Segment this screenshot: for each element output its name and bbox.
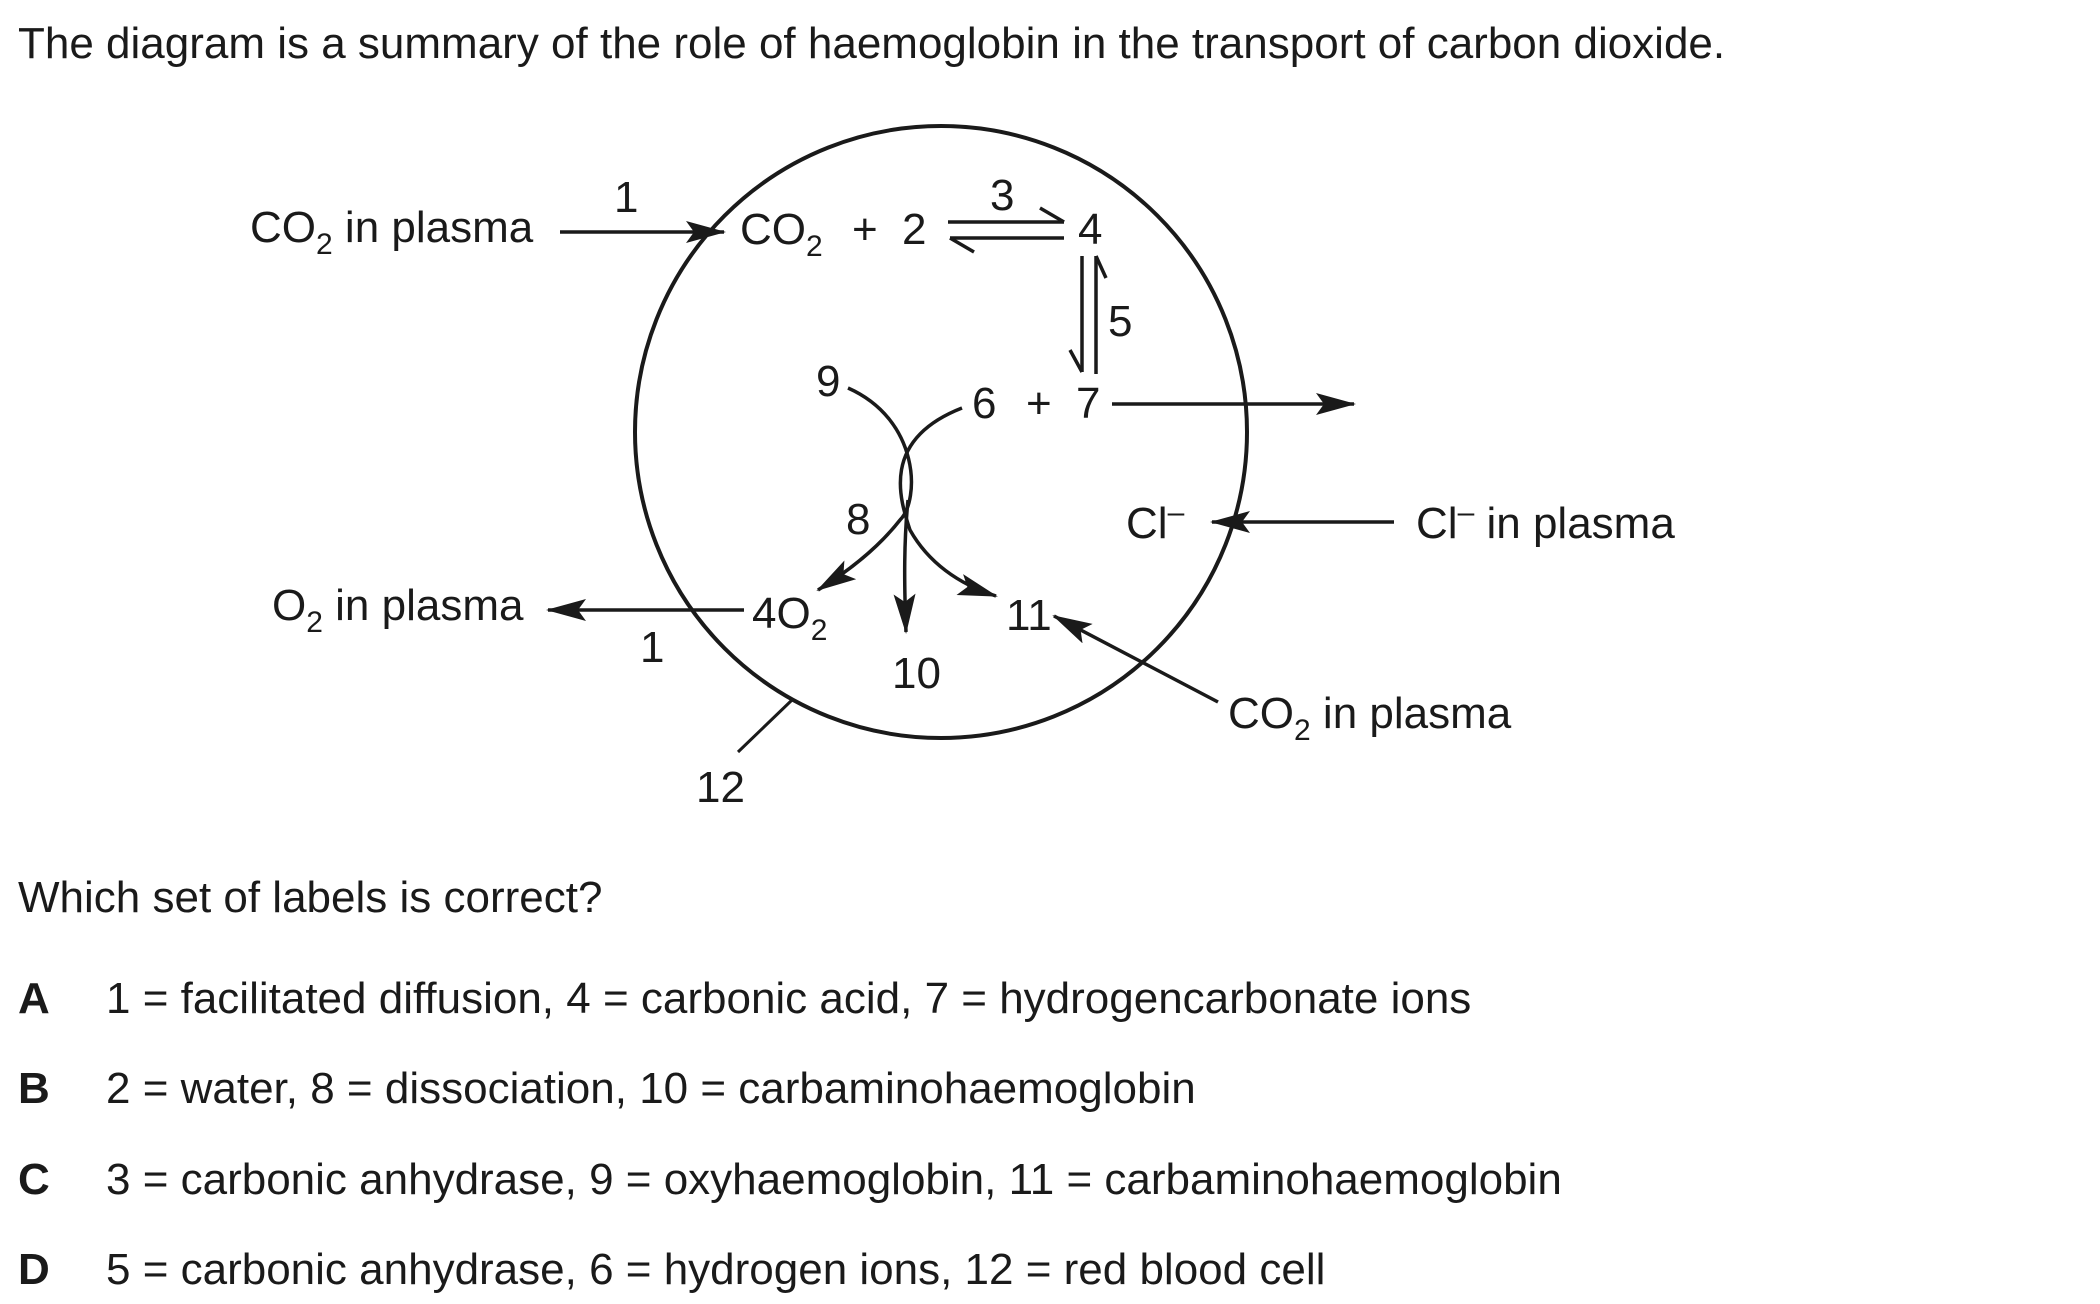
red-blood-cell-outline [633, 124, 1249, 740]
option-letter: B [18, 1064, 50, 1113]
co2-in-plasma-left-label: CO2 in plasma [250, 203, 534, 261]
label-1-bottom: 1 [640, 623, 664, 672]
label-6: 6 [972, 379, 996, 428]
intro-text: The diagram is a summary of the role of … [18, 19, 1726, 68]
label-12: 12 [696, 763, 745, 812]
label-11: 11 [1006, 591, 1052, 640]
label-10: 10 [892, 649, 941, 698]
leader-12 [736, 698, 794, 754]
cl-in-plasma-label: Cl– in plasma [1416, 496, 1675, 548]
plus-2: + [1026, 379, 1052, 428]
option-letter: D [18, 1245, 50, 1294]
equilibrium-down-barb [1068, 349, 1084, 373]
label-9: 9 [816, 357, 840, 406]
label-5: 5 [1108, 297, 1132, 346]
arrow-to-10 [893, 499, 916, 634]
curve-from-9 [816, 386, 914, 592]
option-text: 1 = facilitated diffusion, 4 = carbonic … [106, 974, 1472, 1023]
label-2: 2 [902, 205, 926, 254]
question-text: Which set of labels is correct? [18, 873, 603, 922]
arrow-co2-to-11 [1052, 614, 1219, 704]
option-letter: A [18, 974, 50, 1023]
label-4: 4 [1078, 205, 1102, 254]
option-text: 2 = water, 8 = dissociation, 10 = carbam… [106, 1064, 1196, 1113]
plus-1: + [852, 205, 878, 254]
o2-in-plasma-label: O2 in plasma [272, 581, 524, 639]
option-text: 5 = carbonic anhydrase, 6 = hydrogen ion… [106, 1245, 1326, 1294]
co2-in-cell-label: CO2 [740, 205, 823, 263]
label-1-top: 1 [614, 173, 638, 222]
label-8: 8 [846, 495, 870, 544]
label-7: 7 [1076, 379, 1100, 428]
option-letter: C [18, 1155, 50, 1204]
equilibrium-forward-barb [1039, 206, 1065, 224]
option-text: 3 = carbonic anhydrase, 9 = oxyhaemoglob… [106, 1155, 1562, 1204]
co2-transport-diagram: CO2 in plasma 1 CO2 + 2 3 4 5 6 + 7 9 8 … [250, 124, 1675, 812]
curve-from-6 [898, 406, 998, 598]
co2-in-plasma-right-label: CO2 in plasma [1228, 689, 1512, 747]
label-3: 3 [990, 171, 1014, 220]
label-4o2: 4O2 [752, 589, 827, 647]
equilibrium-back-barb [949, 236, 975, 254]
equilibrium-up-barb [1094, 255, 1108, 279]
cl-in-cell-label: Cl– [1126, 496, 1185, 548]
